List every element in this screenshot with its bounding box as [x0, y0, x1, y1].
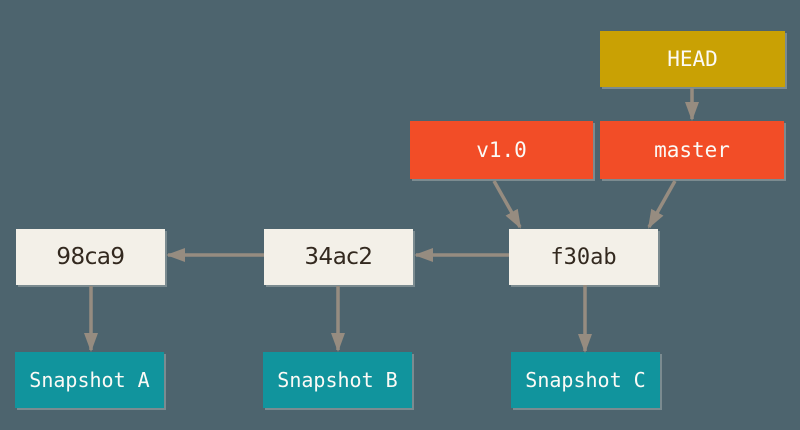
- node-head: HEAD: [600, 31, 785, 87]
- node-snapshot-c: Snapshot C: [511, 352, 660, 408]
- edge-master-to-f30ab: [647, 180, 677, 229]
- snapshot-label: Snapshot B: [277, 368, 398, 392]
- node-commit-f30ab: f30ab: [509, 229, 658, 285]
- branch-label: master: [654, 138, 730, 162]
- commit-hash-label: f30ab: [550, 244, 617, 270]
- node-commit-98ca9: 98ca9: [16, 229, 165, 285]
- node-commit-34ac2: 34ac2: [264, 229, 413, 285]
- edge-tag-to-f30ab: [492, 180, 522, 229]
- snapshot-label: Snapshot A: [29, 368, 150, 392]
- head-label: HEAD: [667, 47, 718, 71]
- node-snapshot-b: Snapshot B: [263, 352, 412, 408]
- commit-hash-label: 34ac2: [304, 244, 373, 270]
- commit-hash-label: 98ca9: [56, 244, 125, 270]
- node-branch-master: master: [600, 121, 784, 179]
- node-tag-v1-0: v1.0: [410, 121, 593, 179]
- tag-label: v1.0: [476, 138, 527, 162]
- node-snapshot-a: Snapshot A: [15, 352, 164, 408]
- snapshot-label: Snapshot C: [525, 368, 646, 392]
